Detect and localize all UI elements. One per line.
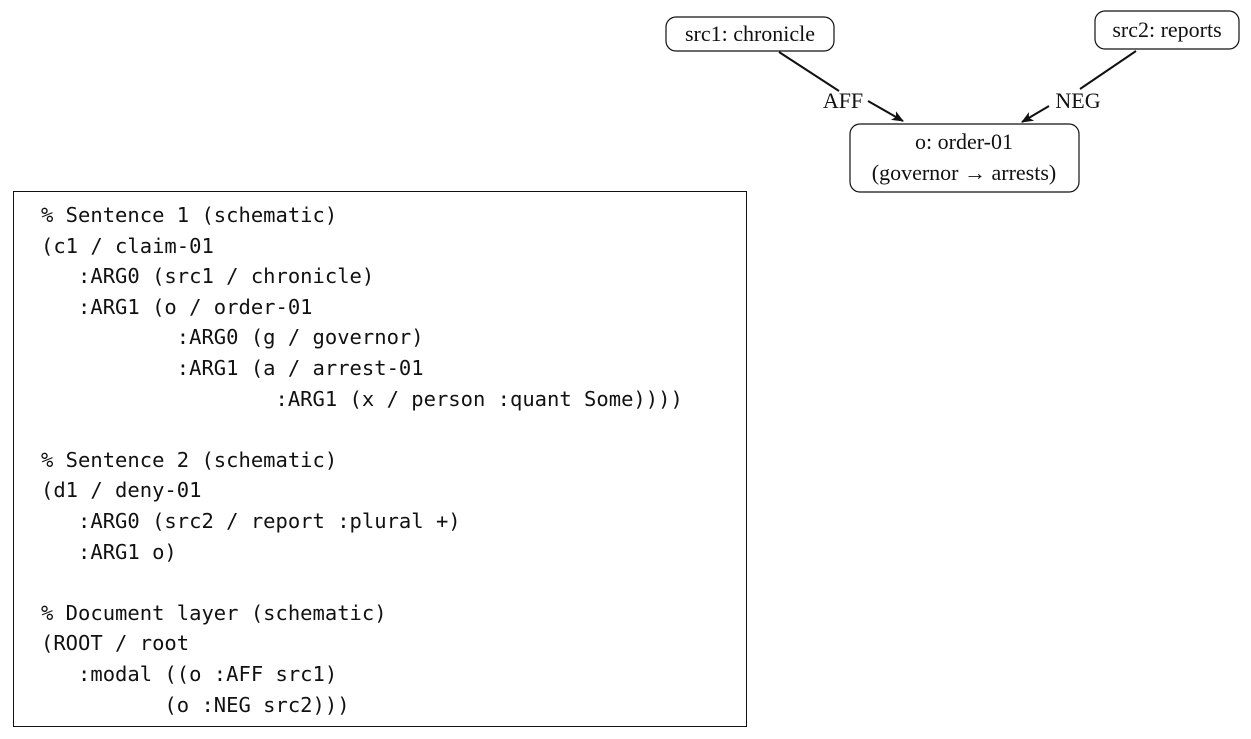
node-src1-box — [665, 16, 835, 52]
node-order-label-line1: o: order-01 — [915, 129, 1013, 154]
code-line: (o :NEG src2))) — [41, 692, 350, 717]
node-src1-label: src1: chronicle — [685, 21, 815, 46]
edge-aff-arrow — [867, 100, 904, 122]
node-order-box — [849, 123, 1080, 193]
node-order: o: order-01 (governor → arrests) — [849, 123, 1080, 193]
code-line: :ARG1 (o / order-01 — [41, 294, 313, 319]
node-src2-label: src2: reports — [1112, 17, 1221, 42]
code-comment-sentence-1: % Sentence 1 (schematic) — [41, 203, 338, 227]
modality-graph: AFF NEG src1: chronicle src2: reports o:… — [665, 10, 1240, 193]
code-line: :ARG1 (x / person :quant Some)))) — [41, 386, 683, 411]
node-src1: src1: chronicle — [665, 16, 835, 52]
edge-neg-label: NEG — [1055, 88, 1100, 113]
code-line: :ARG0 (g / governor) — [41, 325, 424, 350]
code-line: :ARG1 (a / arrest-01 — [41, 355, 424, 380]
edge-aff-label: AFF — [823, 88, 863, 113]
node-order-label-line2: (governor → arrests) — [872, 160, 1057, 185]
node-src2-box — [1094, 10, 1240, 50]
node-src2: src2: reports — [1094, 10, 1240, 50]
code-line: :ARG1 o) — [41, 539, 177, 564]
code-blank-line — [41, 567, 683, 598]
edge-neg-arrow — [1021, 105, 1050, 123]
code-comment-document-layer: % Document layer (schematic) — [41, 600, 387, 625]
code-line: :ARG0 (src1 / chronicle) — [41, 264, 375, 289]
code-blank-line — [41, 414, 683, 445]
code-line: :ARG0 (src2 / report :plural +) — [41, 508, 461, 533]
code-line: (d1 / deny-01 — [41, 478, 202, 503]
edge-aff-line — [778, 51, 840, 92]
edge-neg-line — [1079, 50, 1137, 90]
amr-code-panel: % Sentence 1 (schematic) (c1 / claim-01 :… — [13, 191, 747, 727]
code-line: (ROOT / root — [41, 631, 190, 656]
edge-neg: NEG — [1021, 50, 1137, 123]
edge-aff: AFF — [778, 51, 904, 122]
code-line: :modal ((o :AFF src1) — [41, 661, 338, 686]
amr-code-block: % Sentence 1 (schematic) (c1 / claim-01 :… — [41, 200, 683, 720]
code-line: (c1 / claim-01 — [41, 233, 214, 258]
code-comment-sentence-2: % Sentence 2 (schematic) — [41, 447, 338, 472]
